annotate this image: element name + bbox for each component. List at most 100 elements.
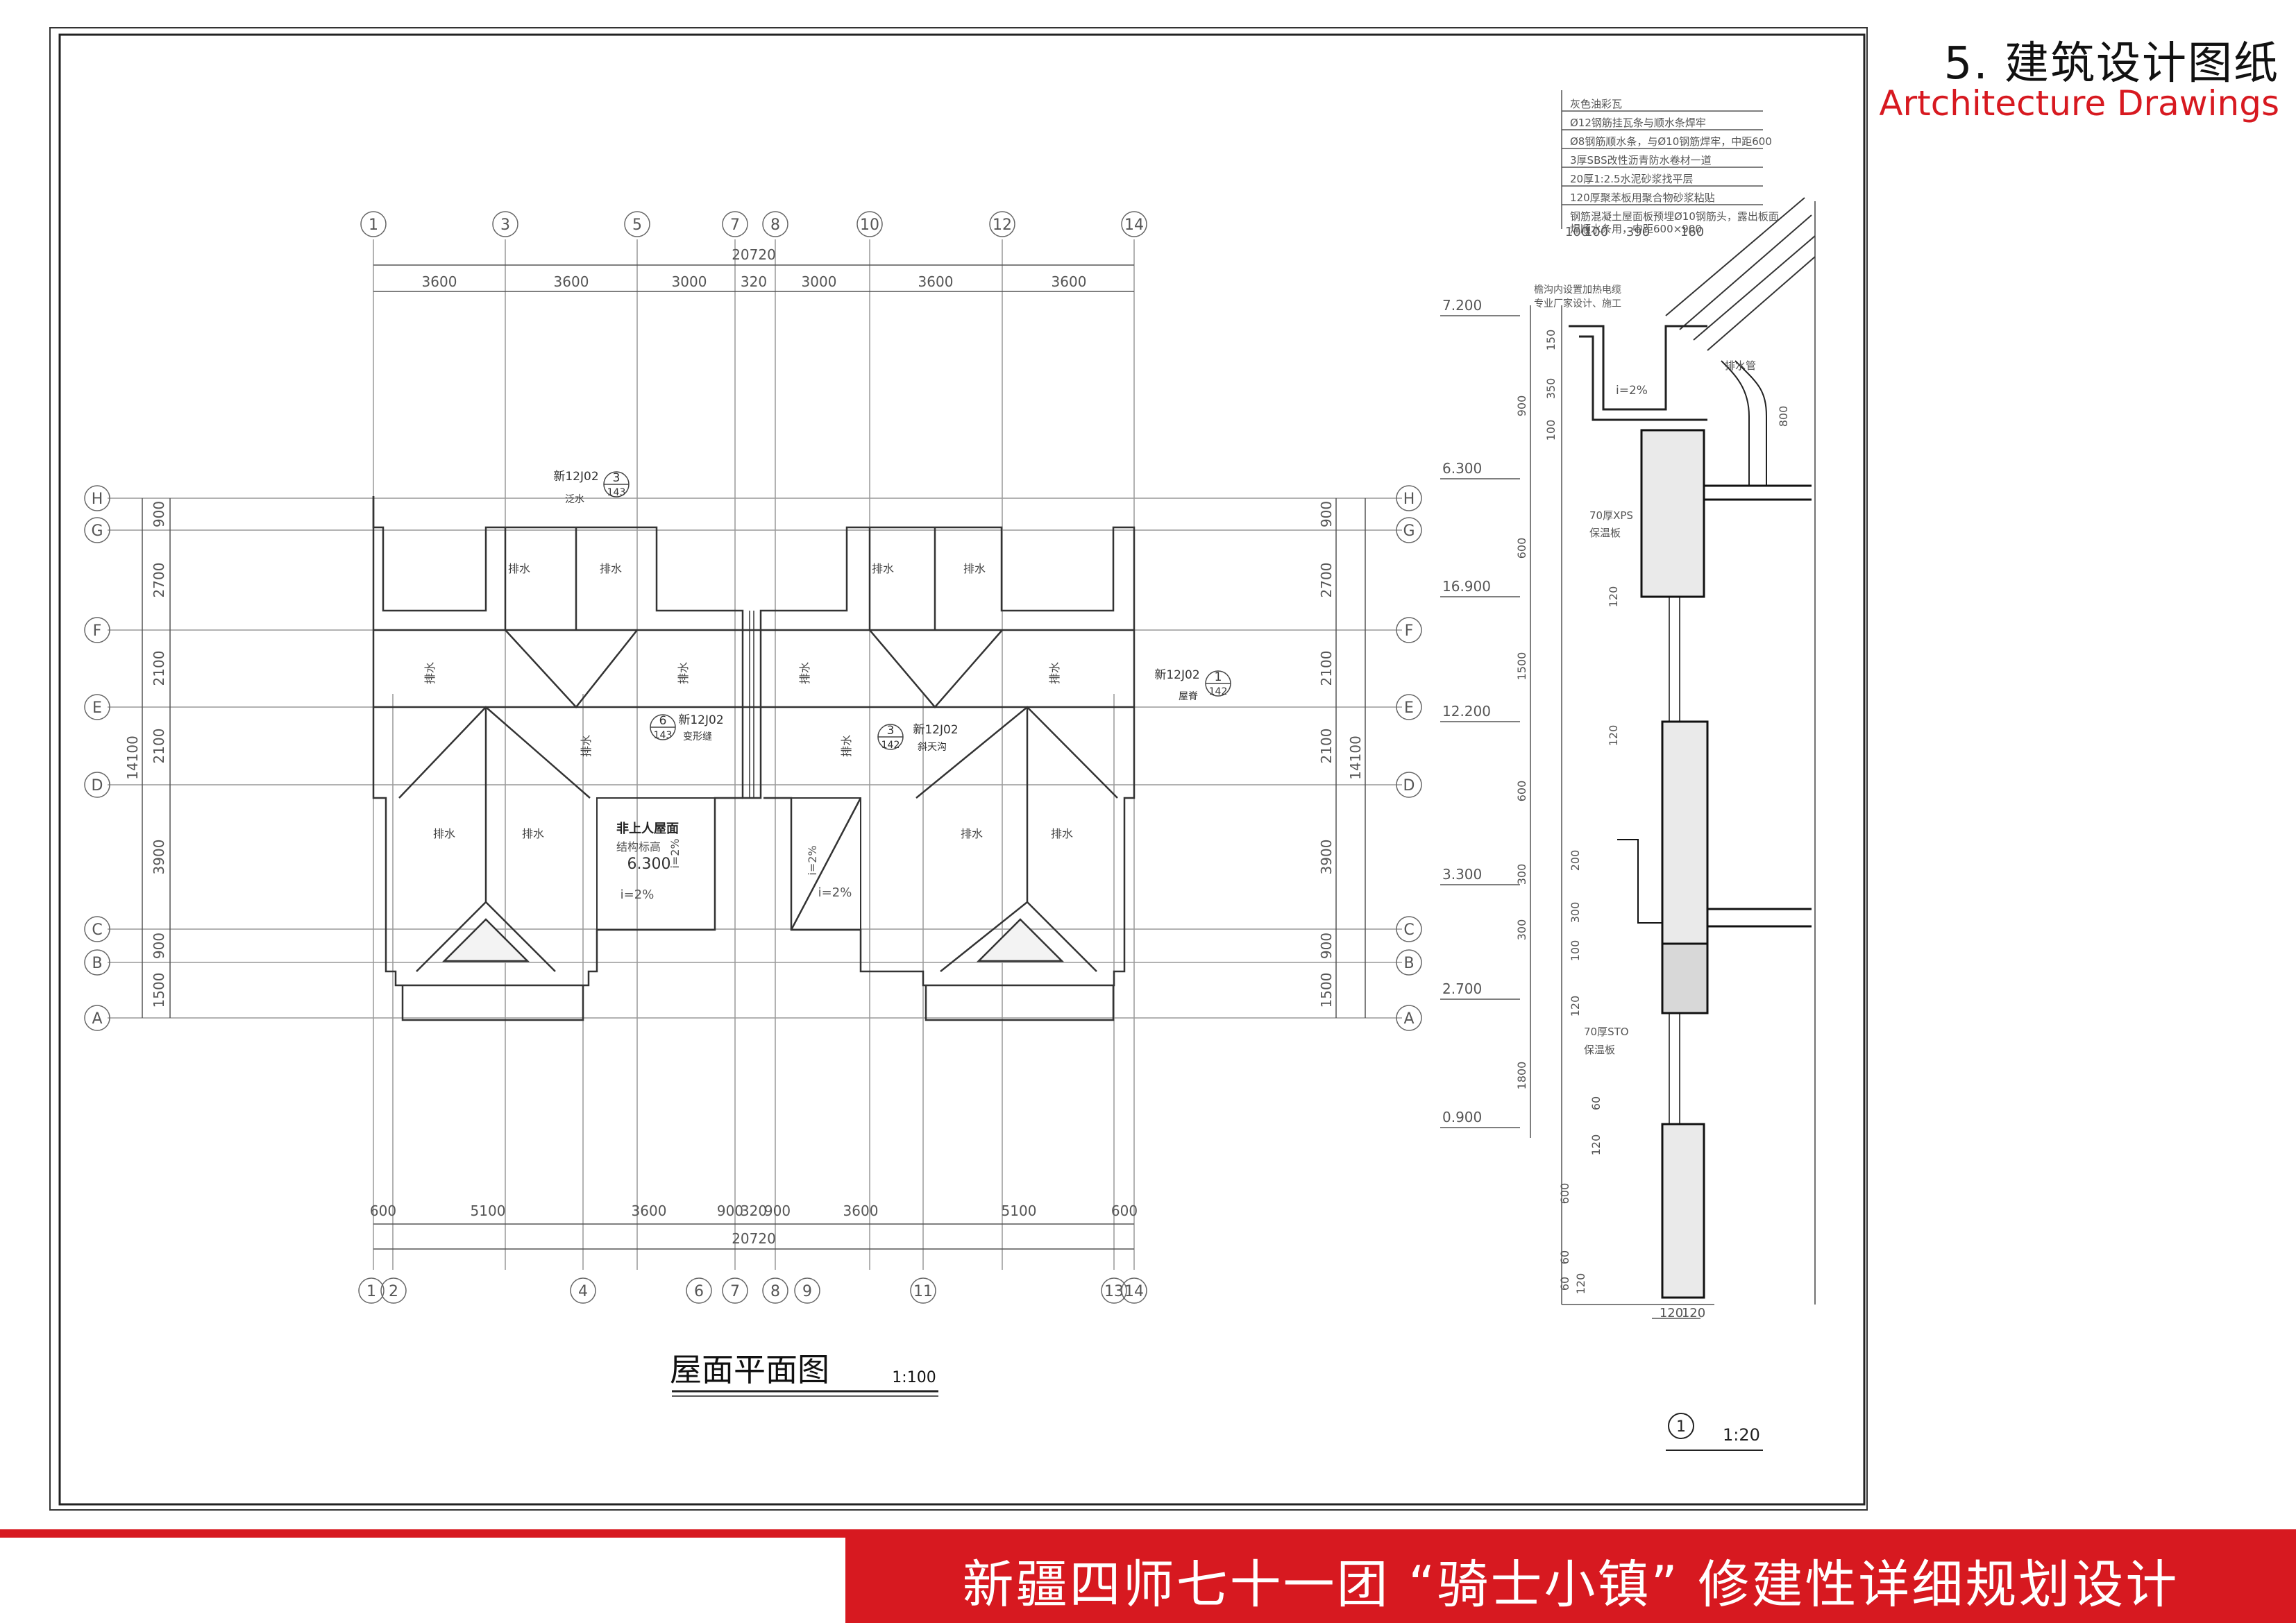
callout-sheet: 142 <box>1209 686 1228 697</box>
callout-sheet: 143 <box>607 487 626 498</box>
drain-label: 排水 <box>677 662 690 684</box>
drain-label: 排水 <box>580 735 593 757</box>
section-dim: 60 <box>1589 1096 1603 1110</box>
axis-label: 7 <box>730 216 740 234</box>
drain-labels: 排水 排水 排水 排水 排水 排水 排水 排水 排水 排水 排水 排水 排水 排… <box>423 562 1073 840</box>
callout-ref: 新12J02 <box>678 713 723 727</box>
side-dim: 2100 <box>1318 729 1335 764</box>
axis-label: 7 <box>730 1283 740 1300</box>
elevation-label: 2.700 <box>1442 980 1482 997</box>
callout-num: 6 <box>659 714 667 728</box>
callout-sheet: 142 <box>881 740 900 751</box>
side-dim: 2700 <box>1318 563 1335 598</box>
bottom-dim: 5100 <box>471 1203 506 1219</box>
top-dim: 3000 <box>802 273 837 290</box>
roof-outline <box>372 496 1136 1021</box>
bottom-dim: 900 <box>717 1203 743 1219</box>
section-dim: 160 <box>1680 225 1704 239</box>
slope-label: i=2% <box>621 887 655 902</box>
elevation-label: 12.200 <box>1442 703 1491 720</box>
top-dim: 3600 <box>422 273 457 290</box>
section-dim: 300 <box>1569 902 1582 924</box>
wall <box>1617 429 1812 1299</box>
side-dim: 2100 <box>151 729 167 764</box>
callout-num: 3 <box>613 471 621 485</box>
section-dim: 60 <box>1558 1277 1571 1291</box>
axis-label: 12 <box>993 216 1012 234</box>
axis-label: B <box>1403 955 1414 972</box>
axis-label: 5 <box>632 216 642 234</box>
axis-label: B <box>92 955 102 972</box>
downpipe-label: 排水管 <box>1725 359 1756 372</box>
callout-ref: 新12J02 <box>913 723 958 737</box>
sheet-frame-inner <box>58 33 1866 1506</box>
callout-sheet: 143 <box>654 730 673 741</box>
insulation-board: 保温板 <box>1584 1044 1615 1056</box>
top-dim: 3600 <box>1052 273 1087 290</box>
axis-label: E <box>92 699 102 717</box>
section-dim: 150 <box>1544 330 1558 351</box>
side-dims-right: 900 2700 2100 2100 3900 900 1500 14100 <box>1318 501 1364 1008</box>
callout-note: 变形缝 <box>683 731 712 742</box>
axis-label: C <box>1403 921 1414 939</box>
callout: 3 142 新12J02 斜天沟 <box>877 723 959 753</box>
section-dim: 120 <box>1574 1273 1587 1295</box>
drain-label: 排水 <box>423 662 437 684</box>
roof-layers <box>1665 197 1816 351</box>
plan-labels: 1 3 5 7 8 10 12 14 1 2 4 6 7 8 9 11 13 1… <box>84 211 1422 1397</box>
bottom-dim: 320 <box>741 1203 767 1219</box>
axis-label: F <box>1405 622 1414 640</box>
axis-label: 14 <box>1124 1283 1144 1300</box>
axis-label: 1 <box>366 1283 376 1300</box>
bottom-dim: 3600 <box>843 1203 879 1219</box>
callout-note: 屋脊 <box>1179 691 1198 702</box>
side-dims-left: 900 2700 2100 2100 3900 900 1500 14100 <box>124 501 167 1008</box>
side-dim: 900 <box>1318 933 1335 959</box>
section-dim: 100 <box>1569 940 1582 962</box>
section-dim: 600 <box>1515 538 1528 559</box>
section-dim: 300 <box>1515 919 1528 941</box>
roof-plan <box>108 239 1402 1270</box>
section-dim: 100 <box>1565 225 1589 239</box>
axis-label: 9 <box>802 1283 812 1300</box>
axis-label: G <box>1403 522 1415 540</box>
elevation-label: 3.300 <box>1442 866 1482 883</box>
axis-label: F <box>93 622 102 640</box>
side-dim: 1500 <box>151 973 167 1008</box>
callout-num: 1 <box>1215 670 1222 684</box>
section-note: 3厚SBS改性沥青防水卷材一道 <box>1570 154 1712 167</box>
callout-ref: 新12J02 <box>553 470 598 484</box>
section-dim: 1500 <box>1515 652 1528 681</box>
axis-label: 1 <box>369 216 378 234</box>
sheet-frame-outer <box>49 27 1868 1511</box>
axis-label: D <box>1403 777 1415 794</box>
bottom-dim: 5100 <box>1002 1203 1037 1219</box>
axis-label: 6 <box>694 1283 704 1300</box>
drain-label: 排水 <box>433 827 455 840</box>
drain-label: 排水 <box>600 562 622 575</box>
callout: 新12J02 3 143 泛水 <box>553 470 630 505</box>
axis-label: 14 <box>1124 216 1144 234</box>
side-dim: 3900 <box>151 840 167 875</box>
bottom-dim: 600 <box>370 1203 396 1219</box>
section-dim: 120 <box>1607 586 1620 608</box>
elevation-label: 6.300 <box>1442 460 1482 477</box>
callout: 新12J02 1 142 屋脊 <box>1154 668 1231 702</box>
section-dim: 300 <box>1515 864 1528 885</box>
bottom-dim: 600 <box>1111 1203 1138 1219</box>
top-dim: 3600 <box>918 273 954 290</box>
flat-roof-label: 非上人屋面 <box>616 821 679 836</box>
side-dim: 3900 <box>1318 840 1335 875</box>
section-bottom-dims: 120 120 <box>1660 1306 1705 1320</box>
total-depth: 14100 <box>1347 736 1364 780</box>
axis-label: 10 <box>860 216 879 234</box>
side-dim: 2700 <box>151 563 167 598</box>
axis-label: A <box>1403 1010 1414 1028</box>
side-dim: 900 <box>1318 501 1335 527</box>
section-note: 钢筋混凝土屋面板预埋Ø10钢筋头，露出板面 <box>1570 210 1779 223</box>
sheet-title-en: Artchitecture Drawings <box>1879 83 2279 124</box>
section-dim: 60 <box>1558 1250 1571 1264</box>
drain-label: 排水 <box>1051 827 1073 840</box>
axis-label: 13 <box>1104 1283 1124 1300</box>
